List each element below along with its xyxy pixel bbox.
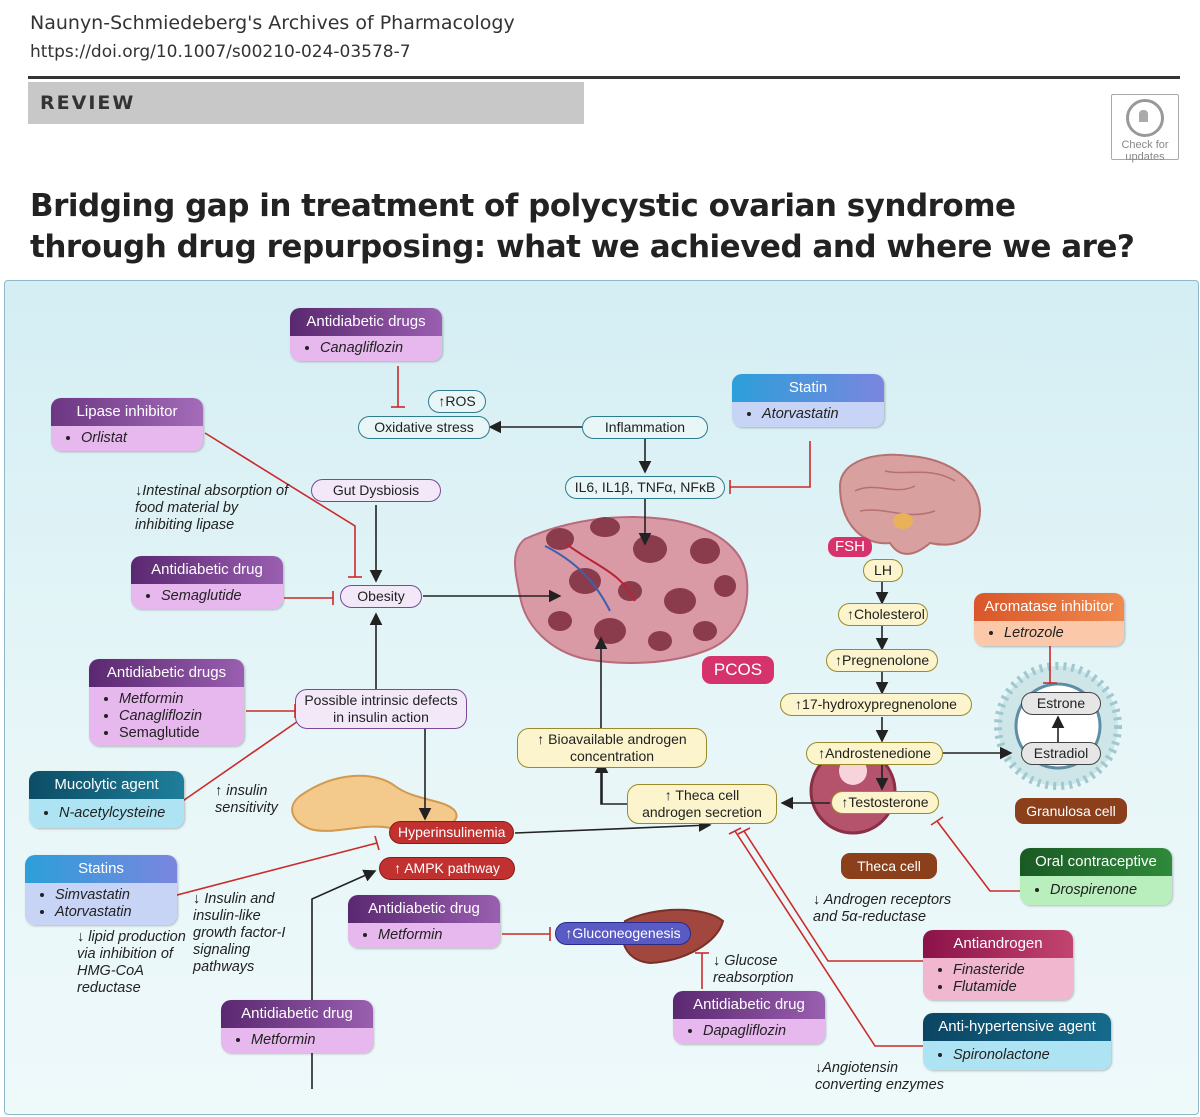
label-fsh: FSH xyxy=(828,537,872,557)
node-androstenedione: ↑Androstenedione xyxy=(806,742,943,765)
node-lh: LH xyxy=(863,559,903,582)
card-lipase-header: Lipase inhibitor xyxy=(51,398,203,426)
node-17-hydroxypregnenolone: ↑17-hydroxypregnenolone xyxy=(780,693,972,716)
card-aromatase[interactable]: Aromatase inhibitor Letrozole xyxy=(974,593,1124,646)
drug-item: Semaglutide xyxy=(161,588,275,605)
drug-item: Atorvastatin xyxy=(55,904,169,921)
node-bioavailable-androgen: ↑ Bioavailable androgen concentration xyxy=(517,728,707,768)
node-obesity: Obesity xyxy=(340,585,422,608)
drug-item: Orlistat xyxy=(81,430,195,447)
drug-item: Finasteride xyxy=(953,962,1065,979)
card-lipase-inhibitor[interactable]: Lipase inhibitor Orlistat xyxy=(51,398,203,451)
note-intestinal-absorption: ↓Intestinal absorption of food material … xyxy=(135,483,289,533)
drug-item: Metformin xyxy=(119,691,236,708)
card-contraceptive-header: Oral contraceptive xyxy=(1020,848,1172,876)
card-antihypertensive[interactable]: Anti-hypertensive agent Spironolactone xyxy=(923,1013,1111,1070)
drug-item: Dapagliflozin xyxy=(703,1023,817,1040)
node-ros: ↑ROS xyxy=(428,390,486,413)
note-igf-signaling: ↓ Insulin and insulin-like growth factor… xyxy=(193,891,286,975)
node-testosterone: ↑Testosterone xyxy=(831,791,939,814)
card-antiandrogen[interactable]: Antiandrogen Finasteride Flutamide xyxy=(923,930,1073,1000)
node-oxidative-stress: Oxidative stress xyxy=(358,416,490,439)
node-estradiol: Estradiol xyxy=(1021,742,1101,765)
drug-item: N-acetylcysteine xyxy=(59,805,176,822)
card-metformin-mid[interactable]: Antidiabetic drug Metformin xyxy=(348,895,500,948)
drug-item: Letrozole xyxy=(1004,625,1116,642)
note-lipid-production: ↓ lipid production via inhibition of HMG… xyxy=(77,929,186,996)
card-statin-top[interactable]: Statin Atorvastatin xyxy=(732,374,884,427)
node-insulin-defects: Possible intrinsic defects in insulin ac… xyxy=(295,689,467,729)
node-inflammation: Inflammation xyxy=(582,416,708,439)
node-hyperinsulinemia: Hyperinsulinemia xyxy=(389,821,514,844)
note-insulin-sensitivity: ↑ insulin sensitivity xyxy=(215,783,278,816)
card-semaglutide-header: Antidiabetic drug xyxy=(131,556,283,584)
updates-line2: updates xyxy=(1125,151,1165,163)
article-title: Bridging gap in treatment of polycystic … xyxy=(30,186,1135,268)
card-statins[interactable]: Statins Simvastatin Atorvastatin xyxy=(25,855,177,925)
drug-item: Simvastatin xyxy=(55,887,169,904)
pcos-diagram: Antidiabetic drugs Canagliflozin Lipase … xyxy=(4,280,1199,1115)
node-pregnenolone: ↑Pregnenolone xyxy=(826,649,938,672)
note-glucose-reabsorption: ↓ Glucose reabsorption xyxy=(713,953,794,986)
updates-line1: Check for xyxy=(1121,139,1169,151)
drug-item: Metformin xyxy=(378,927,492,944)
card-aromatase-header: Aromatase inhibitor xyxy=(974,593,1124,621)
card-semaglutide[interactable]: Antidiabetic drug Semaglutide xyxy=(131,556,283,609)
card-mucolytic[interactable]: Mucolytic agent N-acetylcysteine xyxy=(29,771,184,828)
card-metformin-low[interactable]: Antidiabetic drug Metformin xyxy=(221,1000,373,1053)
node-ampk: ↑ AMPK pathway xyxy=(379,857,515,880)
drug-item: Flutamide xyxy=(953,979,1065,996)
drug-item: Semaglutide xyxy=(119,725,236,742)
card-contraceptive[interactable]: Oral contraceptive Drospirenone xyxy=(1020,848,1172,905)
node-cholesterol: ↑Cholesterol xyxy=(838,603,928,626)
ovary-illustration xyxy=(514,516,749,664)
title-line1: Bridging gap in treatment of polycystic … xyxy=(30,188,1016,224)
card-mucolytic-header: Mucolytic agent xyxy=(29,771,184,799)
section-label: REVIEW xyxy=(40,92,136,114)
note-angiotensin: ↓Angiotensin converting enzymes xyxy=(815,1060,944,1093)
card-ad-three-header: Antidiabetic drugs xyxy=(89,659,244,687)
updates-icon xyxy=(1126,99,1164,137)
label-theca-cell: Theca cell xyxy=(841,853,937,879)
card-canagliflozin-header: Antidiabetic drugs xyxy=(290,308,442,336)
check-for-updates-badge[interactable]: Check for updates xyxy=(1111,94,1179,163)
card-antidiabetic-three[interactable]: Antidiabetic drugs Metformin Canaglifloz… xyxy=(89,659,244,746)
card-metformin-low-header: Antidiabetic drug xyxy=(221,1000,373,1028)
label-pcos: PCOS xyxy=(702,656,774,684)
brain-illustration xyxy=(838,453,982,555)
node-gut-dysbiosis: Gut Dysbiosis xyxy=(311,479,441,502)
card-canagliflozin[interactable]: Antidiabetic drugs Canagliflozin xyxy=(290,308,442,361)
card-statin-header: Statin xyxy=(732,374,884,402)
drug-item: Drospirenone xyxy=(1050,882,1164,899)
journal-name: Naunyn-Schmiedeberg's Archives of Pharma… xyxy=(30,12,515,34)
card-dapagliflozin-header: Antidiabetic drug xyxy=(673,991,825,1019)
node-theca-secretion: ↑ Theca cell androgen secretion xyxy=(627,784,777,824)
card-statins-header: Statins xyxy=(25,855,177,883)
section-bar: REVIEW xyxy=(28,82,584,124)
drug-item: Spironolactone xyxy=(953,1047,1103,1064)
doi-link[interactable]: https://doi.org/10.1007/s00210-024-03578… xyxy=(30,42,411,62)
drug-item: Metformin xyxy=(251,1032,365,1049)
title-line2: through drug repurposing: what we achiev… xyxy=(30,229,1135,265)
card-antihypertensive-header: Anti-hypertensive agent xyxy=(923,1013,1111,1041)
note-androgen-receptors: ↓ Androgen receptors and 5α-reductase xyxy=(813,892,952,925)
node-gluconeogenesis: ↑Gluconeogenesis xyxy=(555,922,691,945)
label-granulosa-cell: Granulosa cell xyxy=(1015,798,1127,824)
node-cytokines: IL6, IL1β, TNFα, NFκB xyxy=(565,476,725,499)
header-rule xyxy=(28,76,1180,79)
card-metformin-mid-header: Antidiabetic drug xyxy=(348,895,500,923)
drug-item: Atorvastatin xyxy=(762,406,876,423)
card-dapagliflozin[interactable]: Antidiabetic drug Dapagliflozin xyxy=(673,991,825,1044)
card-antiandrogen-header: Antiandrogen xyxy=(923,930,1073,958)
node-estrone: Estrone xyxy=(1021,692,1101,715)
drug-item: Canagliflozin xyxy=(320,340,434,357)
drug-item: Canagliflozin xyxy=(119,708,236,725)
